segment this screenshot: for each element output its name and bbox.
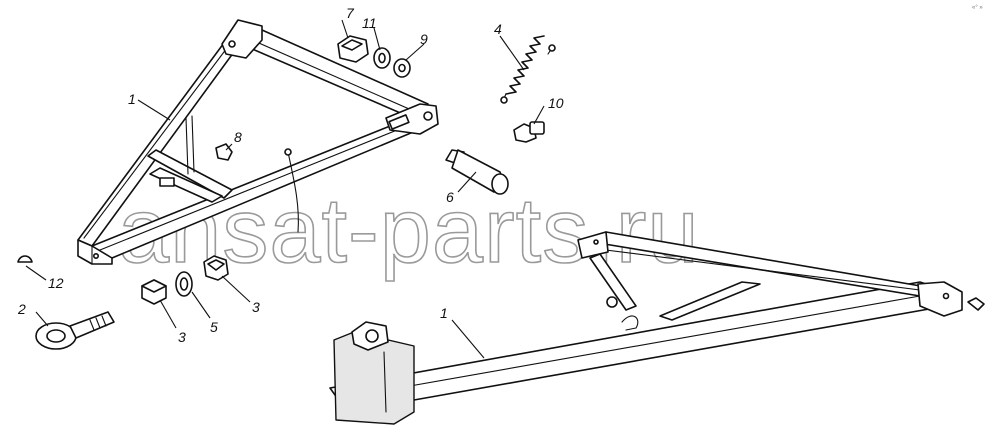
- label-frame-lower: 1: [440, 305, 448, 321]
- top-lock-washer-part: [373, 47, 391, 69]
- pin-part: [445, 149, 509, 195]
- spring-part: [500, 35, 556, 104]
- label-nut-right: 3: [252, 299, 260, 315]
- label-plug: 10: [548, 95, 564, 111]
- label-pin: 6: [446, 189, 454, 205]
- label-cotter: 12: [48, 275, 64, 291]
- label-flat-washer: 9: [420, 31, 428, 47]
- label-top-lock-washer: 11: [362, 15, 377, 31]
- triangular-frame-upper: [77, 19, 439, 265]
- lock-washer-part: [175, 271, 193, 297]
- corner-code: «° »: [972, 5, 983, 11]
- cotter-part: [17, 255, 33, 263]
- label-eyebolt: 2: [17, 301, 26, 317]
- label-spring: 4: [494, 21, 502, 37]
- label-lock-washer: 5: [210, 319, 218, 335]
- drawbar-frame-lower: [329, 231, 963, 425]
- label-top-nut: 7: [346, 5, 355, 21]
- label-frame-upper: 1: [128, 91, 136, 107]
- plug-part: [513, 121, 545, 143]
- label-nut-left: 3: [178, 329, 186, 345]
- bushing-part: [967, 297, 985, 311]
- nut-right-part: [203, 255, 229, 281]
- top-nut-part: [337, 35, 369, 63]
- eyebolt-part: [35, 311, 115, 350]
- label-small-part: 8: [234, 129, 242, 145]
- nut-left-part: [141, 279, 167, 305]
- flat-washer-part: [393, 58, 411, 78]
